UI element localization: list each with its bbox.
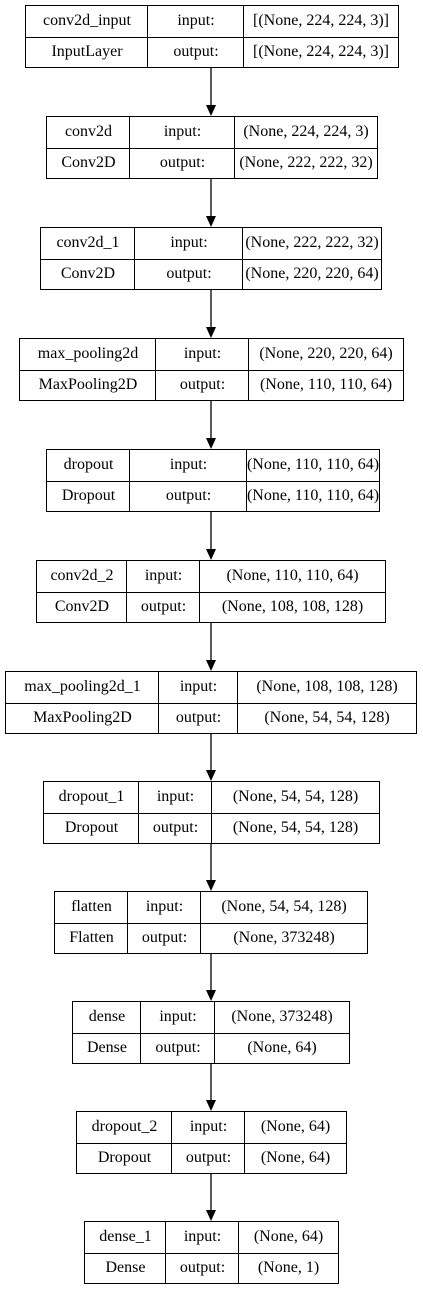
- arrow-head-icon: [206, 880, 216, 891]
- arrow-head-icon: [206, 216, 216, 227]
- input-label: input:: [144, 567, 183, 585]
- layer-type: Dropout: [61, 486, 116, 504]
- layer-name: max_pooling2d: [37, 345, 139, 363]
- input-label: input:: [189, 1118, 228, 1136]
- output-shape: (None, 222, 222, 32): [239, 153, 373, 171]
- input-label: input:: [169, 456, 208, 474]
- input-label: input:: [159, 1008, 197, 1026]
- output-shape: (None, 54, 54, 128): [232, 818, 359, 836]
- layer-type: Flatten: [69, 928, 114, 946]
- layer-type: Dropout: [64, 818, 119, 836]
- layer-name: dense_1: [99, 1228, 152, 1246]
- input-shape: (None, 224, 224, 3): [243, 123, 369, 141]
- layer-type: Conv2D: [54, 597, 110, 615]
- layer-node-dense-1: dense_1 input: (None, 64) Dense output: …: [84, 1221, 339, 1284]
- output-shape: (None, 64): [260, 1148, 331, 1166]
- output-shape: (None, 220, 220, 64): [245, 264, 379, 282]
- input-label: input:: [177, 12, 215, 30]
- output-label: output:: [141, 928, 188, 946]
- output-shape: (None, 64): [247, 1038, 317, 1056]
- output-shape: (None, 1): [257, 1258, 320, 1276]
- output-shape: (None, 110, 110, 64): [246, 486, 380, 504]
- output-label: output:: [179, 1258, 226, 1276]
- layer-name: dense: [88, 1008, 126, 1026]
- output-label: output:: [159, 153, 206, 171]
- input-label: input:: [183, 345, 222, 363]
- input-shape: (None, 64): [253, 1228, 324, 1246]
- layer-node-max-pooling2d: max_pooling2d input: (None, 220, 220, 64…: [19, 338, 404, 401]
- arrow-head-icon: [206, 327, 216, 338]
- layer-node-max-pooling2d-1: max_pooling2d_1 input: (None, 108, 108, …: [5, 671, 417, 734]
- output-label: output:: [175, 708, 222, 726]
- input-label: input:: [163, 123, 202, 141]
- output-shape: (None, 110, 110, 64): [259, 375, 393, 393]
- arrow-head-icon: [206, 1210, 216, 1221]
- input-shape: (None, 222, 222, 32): [245, 234, 379, 252]
- layer-node-conv2d-1: conv2d_1 input: (None, 222, 222, 32) Con…: [40, 227, 382, 290]
- layer-node-dropout-1: dropout_1 input: (None, 54, 54, 128) Dro…: [43, 781, 380, 844]
- layer-type: MaxPooling2D: [38, 375, 138, 393]
- output-label: output:: [173, 42, 219, 60]
- output-label: output:: [155, 1038, 201, 1056]
- arrow-head-icon: [206, 105, 216, 116]
- layer-type: Conv2D: [61, 153, 116, 171]
- input-shape: (None, 220, 220, 64): [259, 345, 393, 363]
- input-label: input:: [156, 788, 195, 806]
- input-shape: (None, 110, 110, 64): [226, 567, 359, 585]
- arrow-head-icon: [206, 990, 216, 1001]
- output-shape: (None, 373248): [233, 928, 335, 946]
- layer-node-conv2d-2: conv2d_2 input: (None, 110, 110, 64) Con…: [36, 560, 386, 623]
- arrow-head-icon: [206, 660, 216, 671]
- layer-node-dropout-2: dropout_2 input: (None, 64) Dropout outp…: [76, 1111, 347, 1174]
- layer-type: Dense: [105, 1258, 146, 1276]
- input-label: input:: [179, 678, 218, 696]
- layer-node-conv2d: conv2d input: (None, 224, 224, 3) Conv2D…: [46, 116, 378, 179]
- input-shape: (None, 54, 54, 128): [221, 898, 347, 916]
- layer-type: Dropout: [97, 1148, 152, 1166]
- output-shape: [(None, 224, 224, 3)]: [253, 42, 389, 60]
- layer-type: Conv2D: [60, 264, 116, 282]
- output-label: output:: [166, 264, 212, 282]
- output-label: output:: [165, 486, 212, 504]
- input-shape: (None, 64): [260, 1118, 331, 1136]
- input-shape: [(None, 224, 224, 3)]: [253, 12, 389, 30]
- output-shape: (None, 54, 54, 128): [264, 708, 390, 726]
- layer-node-dense: dense input: (None, 373248) Dense output…: [72, 1001, 350, 1064]
- layer-name: dropout_2: [91, 1118, 158, 1136]
- layer-name: conv2d: [64, 123, 113, 141]
- input-label: input:: [145, 898, 184, 916]
- output-label: output:: [179, 375, 226, 393]
- layer-name: dropout_1: [58, 788, 125, 806]
- output-label: output:: [140, 597, 187, 615]
- input-shape: (None, 110, 110, 64): [246, 456, 380, 474]
- layer-name: conv2d_2: [50, 567, 114, 585]
- layer-type: MaxPooling2D: [33, 708, 132, 726]
- output-label: output:: [185, 1148, 232, 1166]
- layer-name: max_pooling2d_1: [24, 678, 141, 696]
- layer-name: conv2d_input: [43, 12, 131, 30]
- arrow-head-icon: [206, 549, 216, 560]
- layer-node-flatten: flatten input: (None, 54, 54, 128) Flatt…: [54, 891, 368, 954]
- layer-node-conv2d-input: conv2d_input input: [(None, 224, 224, 3)…: [25, 5, 399, 68]
- layer-node-dropout: dropout input: (None, 110, 110, 64) Drop…: [46, 449, 380, 512]
- input-shape: (None, 54, 54, 128): [232, 788, 359, 806]
- arrow-head-icon: [206, 1100, 216, 1111]
- arrow-head-icon: [206, 438, 216, 449]
- layer-name: flatten: [71, 898, 112, 916]
- input-shape: (None, 373248): [231, 1008, 333, 1026]
- input-label: input:: [170, 234, 208, 252]
- arrow-head-icon: [206, 770, 216, 781]
- output-label: output:: [152, 818, 199, 836]
- input-label: input:: [183, 1228, 222, 1246]
- input-shape: (None, 108, 108, 128): [256, 678, 398, 696]
- layer-name: conv2d_1: [56, 234, 120, 252]
- output-shape: (None, 108, 108, 128): [221, 597, 364, 615]
- layer-name: dropout: [63, 456, 114, 474]
- layer-type: InputLayer: [51, 42, 123, 60]
- layer-type: Dense: [87, 1038, 127, 1056]
